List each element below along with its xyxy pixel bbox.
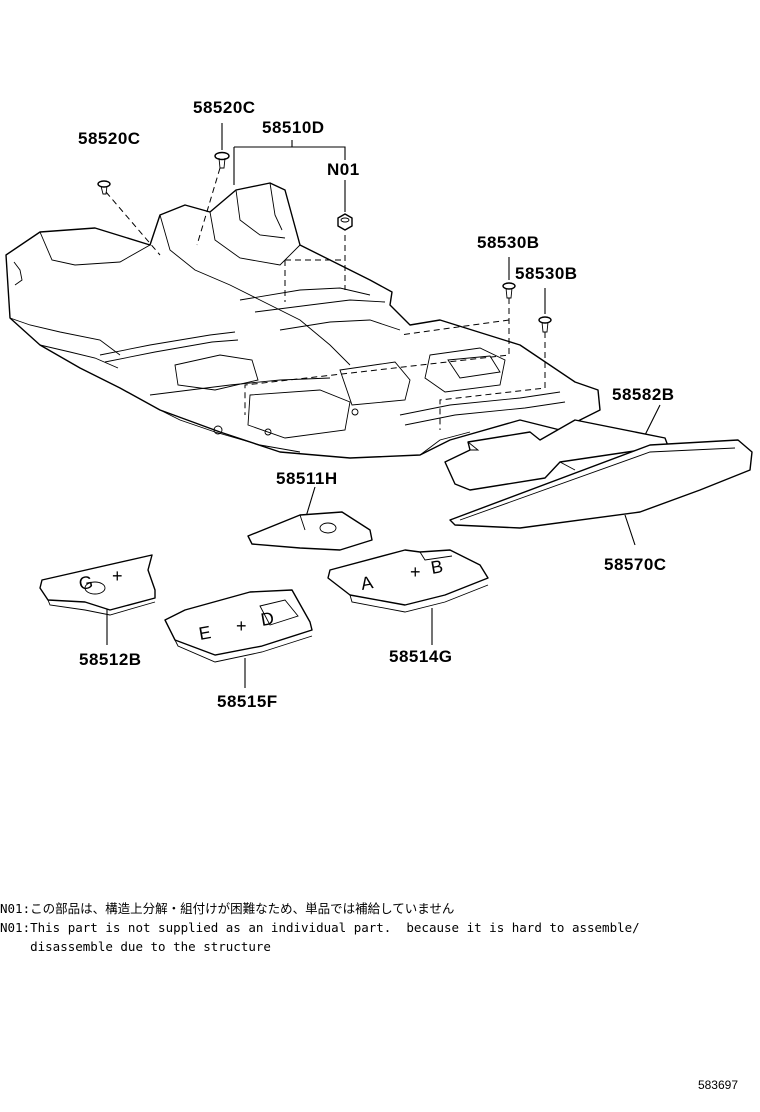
pad-arrow-3: + [410, 562, 421, 582]
pad-letter-b: B [429, 556, 444, 578]
note-english-line2: disassemble due to the structure [0, 939, 271, 954]
clip-58520C-left [97, 180, 111, 195]
label-58530B-a: 58530B [477, 233, 540, 252]
pad-arrow-1: + [112, 566, 123, 586]
pad-58512B: G + [39, 554, 156, 616]
rear-step-cover-58570C [449, 439, 753, 529]
label-58511H: 58511H [276, 469, 338, 488]
fastener-leader-lines [105, 167, 546, 430]
pad-letter-g: G [77, 572, 94, 594]
label-58515F: 58515F [217, 692, 278, 711]
label-58570C: 58570C [604, 555, 667, 574]
pad-letter-d: D [259, 608, 275, 630]
label-58530B-b: 58530B [515, 264, 578, 283]
pad-arrow-2: + [236, 616, 247, 636]
label-58512B: 58512B [79, 650, 142, 669]
pad-58514G: A + B [327, 549, 489, 613]
label-58510D: 58510D [262, 118, 325, 137]
pad-letter-e: E [197, 622, 212, 644]
clip-58520C-top [214, 151, 230, 169]
drawing-id: 583697 [697, 1078, 738, 1092]
note-japanese: N01:この部品は、構造上分解・組付けが困難なため、単品では補給していません [0, 901, 455, 916]
clip-58530B-b [538, 316, 552, 333]
label-58520C-top: 58520C [193, 98, 256, 117]
nut-N01 [337, 213, 353, 231]
rear-mat-58582B [444, 419, 669, 491]
silencer-58511H [247, 511, 373, 551]
label-58514G: 58514G [389, 647, 453, 666]
floor-carpet-58510D [5, 182, 601, 459]
label-58520C-left: 58520C [78, 129, 141, 148]
pad-58515F: E + D [164, 589, 313, 663]
clip-58530B-a [502, 282, 516, 299]
label-N01: N01 [327, 160, 360, 179]
pad-letter-a: A [359, 572, 374, 594]
label-58582B: 58582B [612, 385, 675, 404]
note-english-line1: N01:This part is not supplied as an indi… [0, 920, 640, 935]
